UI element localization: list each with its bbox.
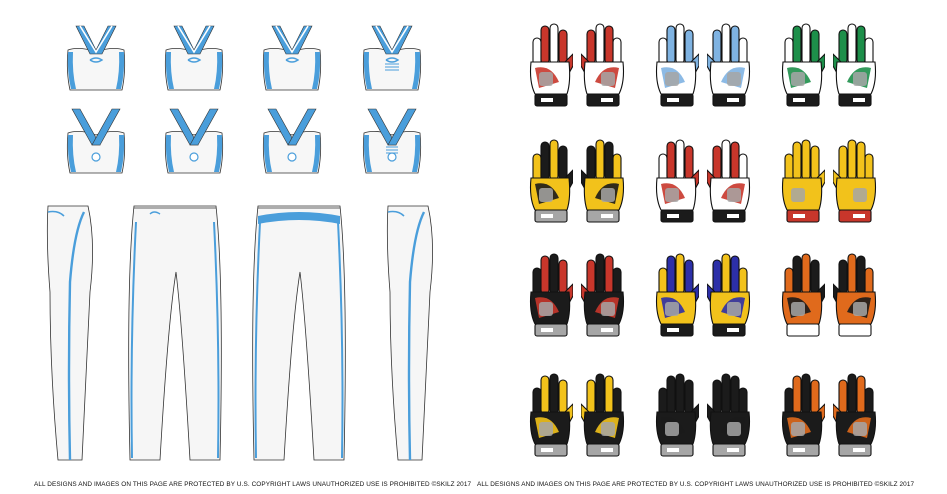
- sports-top-back-icon-wrap: [160, 105, 228, 177]
- glove-right-icon: [833, 139, 877, 223]
- pants-side-icon-wrap: [384, 202, 436, 464]
- glove-right-icon: [707, 373, 751, 457]
- pants-front-icon: [128, 205, 222, 461]
- glove-left-icon: [655, 23, 699, 107]
- copyright-notice-left: ALL DESIGNS AND IMAGES ON THIS PAGE ARE …: [34, 481, 472, 488]
- glove-right-icon: [707, 139, 751, 223]
- pants-front-icon-wrap: [120, 202, 230, 464]
- sports-top-back-icon-wrap: [258, 105, 326, 177]
- glove-design-sheet: ALL DESIGNS AND IMAGES ON THIS PAGE ARE …: [475, 0, 947, 494]
- glove-right-icon: [833, 23, 877, 107]
- glove-left-icon: [655, 139, 699, 223]
- glove-right-icon: [581, 373, 625, 457]
- pants-side-icon: [46, 205, 93, 461]
- glove-right-icon: [581, 23, 625, 107]
- sports-top-icon: [362, 25, 422, 91]
- sports-top-back-icon-wrap: [358, 105, 426, 177]
- pants-back-icon-wrap: [244, 202, 354, 464]
- pants-side-icon-wrap: [44, 202, 96, 464]
- glove-left-icon: [781, 373, 825, 457]
- glove-left-icon: [529, 139, 573, 223]
- glove-right-icon: [581, 253, 625, 337]
- glove-left-icon: [655, 253, 699, 337]
- sports-top-icon-wrap: [258, 22, 326, 94]
- glove-left-icon: [781, 253, 825, 337]
- glove-right-icon: [833, 373, 877, 457]
- pants-side-icon: [386, 205, 433, 461]
- glove-left-icon: [529, 253, 573, 337]
- sports-top-icon: [164, 25, 224, 91]
- sports-top-icon: [262, 25, 322, 91]
- sports-top-icon: [66, 25, 126, 91]
- glove-left-icon: [529, 373, 573, 457]
- glove-right-icon: [707, 23, 751, 107]
- pants-back-icon: [252, 205, 346, 461]
- glove-left-icon: [781, 139, 825, 223]
- sports-top-icon-wrap: [62, 22, 130, 94]
- sports-top-icon-wrap: [358, 22, 426, 94]
- sports-top-icon-wrap: [160, 22, 228, 94]
- sports-top-back-icon: [362, 108, 422, 174]
- glove-right-icon: [833, 253, 877, 337]
- sports-top-back-icon: [262, 108, 322, 174]
- sports-top-back-icon: [66, 108, 126, 174]
- sports-top-back-icon-wrap: [62, 105, 130, 177]
- uniform-design-sheet: ALL DESIGNS AND IMAGES ON THIS PAGE ARE …: [0, 0, 471, 494]
- glove-left-icon: [529, 23, 573, 107]
- glove-left-icon: [655, 373, 699, 457]
- glove-left-icon: [781, 23, 825, 107]
- sports-top-back-icon: [164, 108, 224, 174]
- copyright-notice-right: ALL DESIGNS AND IMAGES ON THIS PAGE ARE …: [477, 481, 915, 488]
- glove-right-icon: [707, 253, 751, 337]
- glove-right-icon: [581, 139, 625, 223]
